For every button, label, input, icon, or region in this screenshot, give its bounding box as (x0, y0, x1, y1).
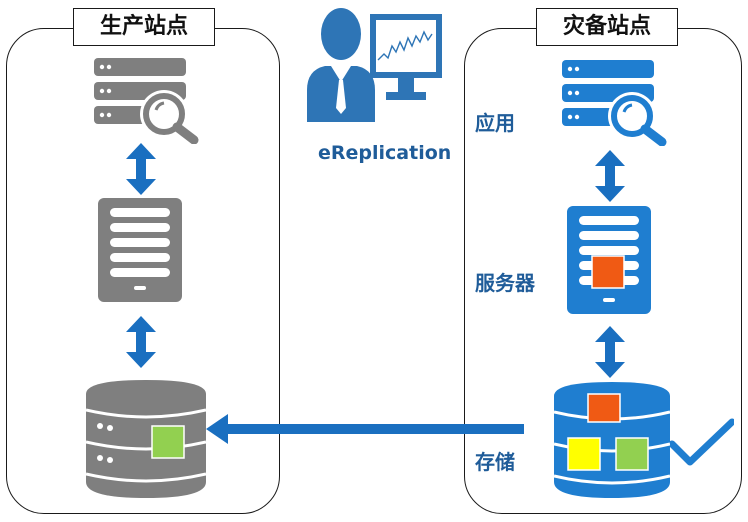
check-icon (670, 418, 734, 468)
dr-layer-label-storage: 存储 (475, 450, 515, 474)
dr-server-tower-icon (567, 206, 651, 314)
dr-site-title: 灾备站点 (536, 8, 678, 46)
dr-app-server-arrow (595, 150, 625, 202)
production-app-server-search-icon (94, 58, 200, 144)
production-server-tower-icon (98, 198, 182, 302)
dr-database-icon (554, 382, 670, 500)
dr-server-storage-arrow (595, 326, 625, 378)
monitor-chart-icon (368, 12, 444, 104)
admin-user-icon (303, 4, 443, 124)
dr-app-server-search-icon (562, 60, 668, 146)
dr-db-orange-block (587, 393, 621, 423)
dr-server-orange-block (591, 255, 625, 289)
dr-db-yellow-block (567, 437, 601, 471)
production-database-icon (86, 380, 206, 500)
dr-db-green-block (615, 437, 649, 471)
production-green-block (151, 425, 185, 459)
dr-layer-label-app: 应用 (475, 111, 515, 135)
production-app-server-arrow (126, 143, 156, 195)
production-site-title: 生产站点 (73, 8, 215, 46)
replication-arrow (206, 414, 524, 444)
dr-layer-label-server: 服务器 (475, 271, 535, 295)
production-server-storage-arrow (126, 316, 156, 368)
software-name: eReplication (318, 142, 452, 164)
